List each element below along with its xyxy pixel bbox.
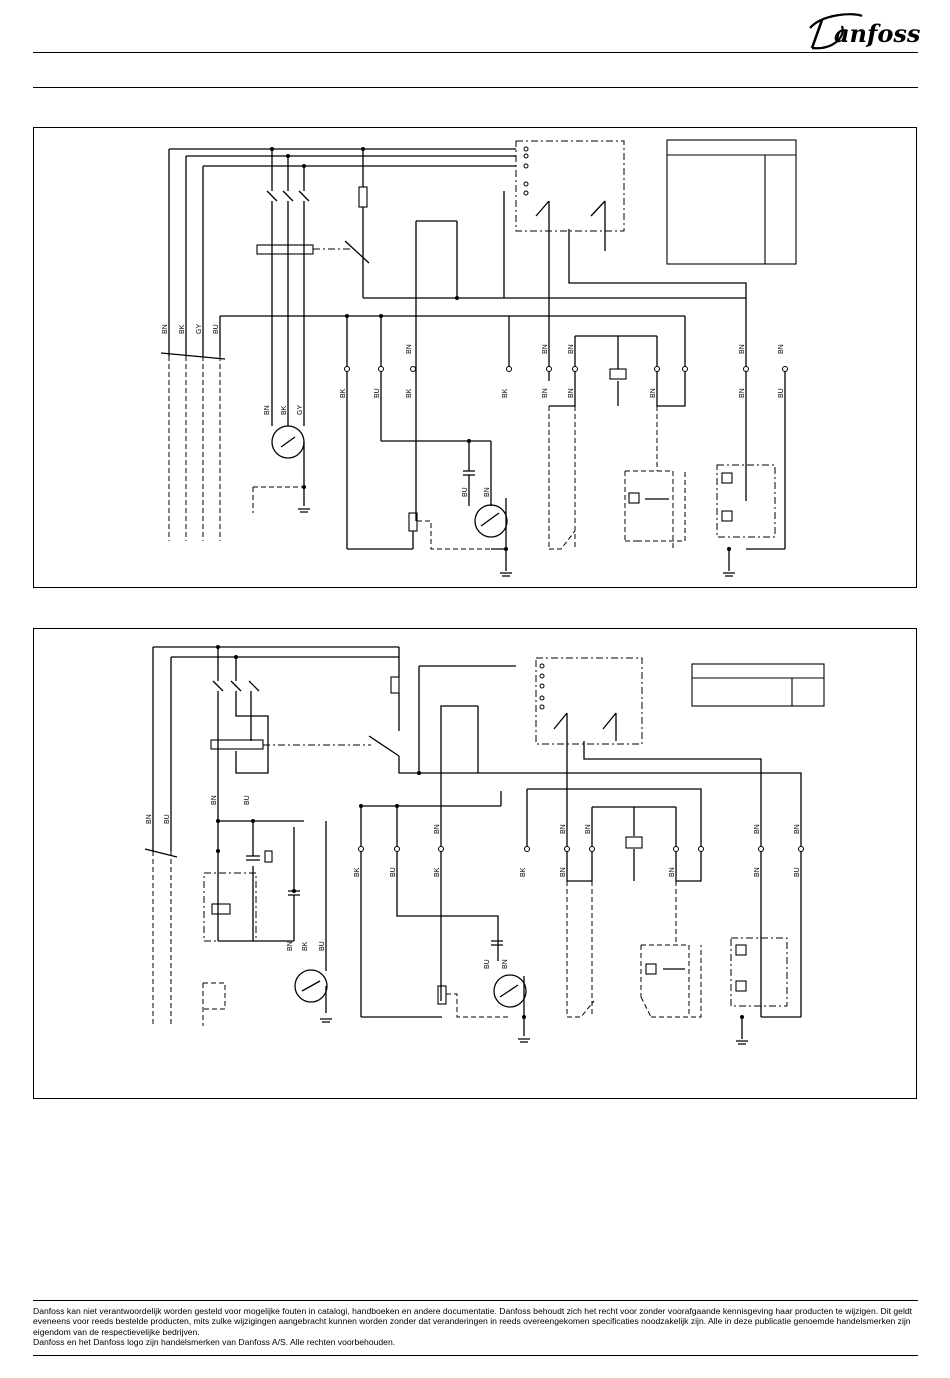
wire-label: BU <box>244 795 251 805</box>
wiring-diagram-1: BN BK GY BU BN BK GY BN BN BN BN BN BK B… <box>33 127 917 588</box>
wire-label: BK <box>354 867 361 877</box>
terminal-row-2 <box>358 663 804 852</box>
wire-label: BN <box>542 388 549 398</box>
wire-label: BN <box>502 959 509 969</box>
svg-text:anfoss: anfoss <box>834 19 921 48</box>
diagram-2-left-labels: BN BU <box>146 814 171 824</box>
wire-label: BK <box>502 388 509 398</box>
wire-label: GY <box>196 324 203 334</box>
diagram-1-left-labels: BN BK GY BU <box>162 324 220 334</box>
wire-label: BK <box>406 388 413 398</box>
disclaimer: Danfoss kan niet verantwoordelijk worden… <box>33 1306 918 1348</box>
header-rule-top <box>33 52 918 53</box>
wire-label: BN <box>406 344 413 354</box>
wire-label: BN <box>264 405 271 415</box>
diagram-2-capacitor-labels: BU BN <box>484 959 509 969</box>
diagram-2-bottom-labels: BK BU BK BK BN BN BN BU <box>354 867 801 877</box>
diagram-2-motor-labels: BN BK BU <box>287 941 326 951</box>
wire-label: BU <box>390 867 397 877</box>
footer-rule-bottom <box>33 1355 918 1356</box>
wire-label: BK <box>281 405 288 415</box>
wire-label: BU <box>164 814 171 824</box>
wire-label: BK <box>520 867 527 877</box>
diagram-1-bottom-labels: BK BU BK BK BN BN BN BN BU <box>340 388 785 398</box>
diagram-2-top-labels: BN BN BN BN BN <box>434 824 801 834</box>
wire-label: BN <box>484 487 491 497</box>
diagram-2-motor-top-labels: BN BU <box>211 795 251 805</box>
wiring-diagram-2: BN BU BN BU BN BK BU BN BN BN BN BN BK B… <box>33 628 917 1099</box>
wire-label: BN <box>287 941 294 951</box>
wire-label: BN <box>434 824 441 834</box>
wire-label: BU <box>213 324 220 334</box>
wire-label: BN <box>568 344 575 354</box>
wire-label: BN <box>585 824 592 834</box>
wire-label: BU <box>778 388 785 398</box>
wire-label: BN <box>669 867 676 877</box>
diagram-1-capacitor-labels: BU BN <box>462 487 491 497</box>
diagram-1-top-labels: BN BN BN BN BN <box>406 344 785 354</box>
wire-label: BK <box>179 324 186 334</box>
disclaimer-text: Danfoss kan niet verantwoordelijk worden… <box>33 1306 913 1337</box>
footer-rule-top <box>33 1300 918 1301</box>
wire-label: BU <box>794 867 801 877</box>
wiring-diagram-2-svg: BN BU BN BU BN BK BU BN BN BN BN BN BK B… <box>144 645 825 1045</box>
trademark-text: Danfoss en het Danfoss logo zijn handels… <box>33 1337 396 1348</box>
wire-label: BU <box>319 941 326 951</box>
header-rule-bottom <box>33 87 918 88</box>
wire-label: BU <box>462 487 469 497</box>
wire-label: BN <box>754 867 761 877</box>
wire-label: BN <box>560 867 567 877</box>
terminal-row-1 <box>344 146 788 372</box>
wire-label: BU <box>484 959 491 969</box>
wire-label: BN <box>146 814 153 824</box>
wire-label: BN <box>568 388 575 398</box>
wire-label: BN <box>739 344 746 354</box>
diagram-1-motor-labels: BN BK GY <box>264 405 304 415</box>
wire-label: GY <box>297 405 304 415</box>
wire-label: BN <box>778 344 785 354</box>
wire-label: BN <box>162 324 169 334</box>
wire-label: BK <box>340 388 347 398</box>
wire-label: BN <box>739 388 746 398</box>
wire-label: BN <box>211 795 218 805</box>
wire-label: BN <box>754 824 761 834</box>
wire-label: BN <box>560 824 567 834</box>
danfoss-logo: anfoss <box>802 8 924 52</box>
wire-label: BN <box>650 388 657 398</box>
wire-label: BN <box>794 824 801 834</box>
wire-label: BK <box>302 941 309 951</box>
wire-label: BK <box>434 867 441 877</box>
wire-label: BU <box>374 388 381 398</box>
wire-label: BN <box>542 344 549 354</box>
wiring-diagram-1-svg: BN BK GY BU BN BK GY BN BN BN BN BN BK B… <box>160 139 797 577</box>
